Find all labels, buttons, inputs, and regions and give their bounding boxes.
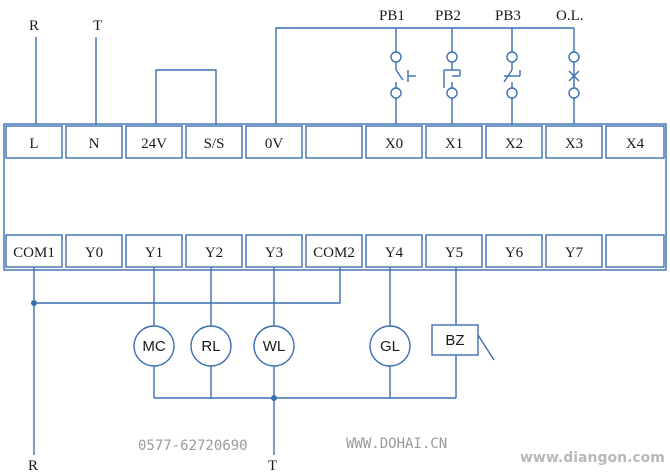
- terminal-y4: [365, 234, 423, 268]
- bz-label: BZ: [445, 332, 464, 349]
- terminal-label: Y4: [385, 245, 404, 261]
- terminal-y2: [185, 234, 243, 268]
- terminal-x2: [485, 125, 543, 159]
- common-0v-wire: [275, 27, 574, 124]
- terminal-y6: [485, 234, 543, 268]
- supply-t-label: T: [93, 18, 102, 34]
- pb3-switch: [503, 28, 521, 124]
- terminal-com2: [305, 234, 363, 268]
- terminal-blank-top: [305, 125, 363, 159]
- terminal-y5: [425, 234, 483, 268]
- supply-r-label: R: [29, 18, 39, 34]
- junction-dot: [31, 300, 37, 306]
- terminal-x4: [605, 125, 665, 159]
- terminal-label: S/S: [204, 136, 225, 152]
- terminal-x0: [365, 125, 423, 159]
- terminal-label: COM1: [13, 245, 55, 261]
- terminal-label: Y2: [205, 245, 223, 261]
- pb2-label: PB2: [435, 8, 461, 24]
- terminal-label: X3: [565, 136, 583, 152]
- wl-label: WL: [263, 338, 286, 355]
- terminal-x1: [425, 125, 483, 159]
- top-terminal-row: L N 24V S/S 0V X0 X1 X2 X3 X4: [5, 125, 665, 159]
- return-t-label: T: [268, 458, 277, 474]
- jumper-24v-ss: [155, 69, 217, 124]
- terminal-label: 24V: [141, 136, 167, 152]
- terminal-label: X2: [505, 136, 523, 152]
- terminal-x3: [545, 125, 603, 159]
- pb3-label: PB3: [495, 8, 521, 24]
- terminal-label: Y7: [565, 245, 584, 261]
- terminal-24v: [125, 125, 183, 159]
- terminal-label: X1: [445, 136, 463, 152]
- watermark-diangon: www.diangon.com: [520, 450, 665, 466]
- gl-label: GL: [380, 338, 400, 355]
- pb1-label: PB1: [379, 8, 405, 24]
- junction-dot: [271, 395, 277, 401]
- terminal-label: N: [89, 136, 100, 152]
- bz-buzzer: [431, 324, 479, 356]
- watermark-dohai: WWW.DOHAI.CN: [346, 436, 447, 452]
- terminal-label: L: [29, 136, 38, 152]
- return-r-label: R: [28, 458, 38, 474]
- pb1-switch: [390, 28, 416, 124]
- terminal-y0: [65, 234, 123, 268]
- terminal-label: X4: [626, 136, 645, 152]
- bz-indicator: [477, 334, 495, 361]
- terminal-y1: [125, 234, 183, 268]
- ol-contact: [568, 28, 580, 124]
- terminal-label: Y3: [265, 245, 283, 261]
- terminal-label: 0V: [265, 136, 284, 152]
- terminal-label: COM2: [313, 245, 355, 261]
- rl-label: RL: [201, 338, 220, 355]
- terminal-label: X0: [385, 136, 403, 152]
- terminal-l: [5, 125, 63, 159]
- terminal-com1: [5, 234, 63, 268]
- mc-label: MC: [142, 338, 165, 355]
- terminal-label: Y0: [85, 245, 103, 261]
- terminal-blank-bottom: [605, 234, 665, 268]
- terminal-ss: [185, 125, 243, 159]
- com-bus-wire: [34, 267, 341, 304]
- watermark-phone: 0577-62720690: [138, 438, 248, 454]
- terminal-y7: [545, 234, 603, 268]
- terminal-0v: [245, 125, 303, 159]
- terminal-label: Y5: [445, 245, 463, 261]
- terminal-label: Y1: [145, 245, 163, 261]
- pb2-switch: [443, 28, 461, 124]
- terminal-n: [65, 125, 123, 159]
- ol-label: O.L.: [556, 8, 584, 24]
- terminal-label: Y6: [505, 245, 524, 261]
- bottom-terminal-row: COM1 Y0 Y1 Y2 Y3 COM2 Y4 Y5 Y6 Y7: [5, 234, 665, 268]
